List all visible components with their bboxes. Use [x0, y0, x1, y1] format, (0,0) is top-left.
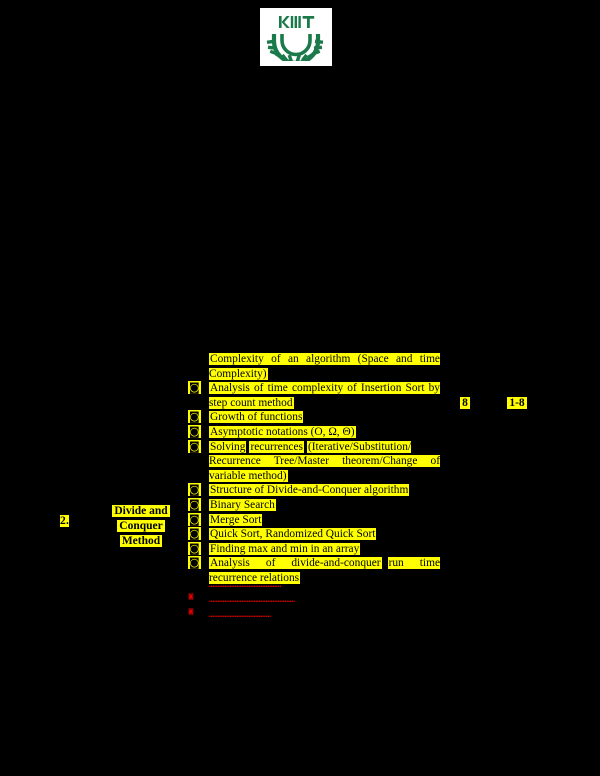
- module-title-line2: Conquer: [117, 520, 165, 532]
- red-annotation-text: ••••••••••••••••••••••••••••••••••••••••…: [209, 584, 282, 590]
- kiit-logo-graphic: [266, 16, 324, 61]
- red-bullet-icon: ◙: [188, 593, 194, 600]
- bullet-icon: ◙: [188, 410, 201, 424]
- module-title: Divide and Conquer Method: [108, 504, 174, 549]
- bullet-icon: ◙: [188, 541, 201, 555]
- bullet-icon: ◙: [188, 424, 201, 438]
- list-item: ◙ Analysis of time complexity of Inserti…: [188, 381, 440, 410]
- topic-text: Binary Search: [209, 498, 276, 511]
- list-item: Complexity of an algorithm (Space and ti…: [188, 352, 440, 381]
- topic-text: Analysis of time complexity of Insertion…: [209, 382, 440, 409]
- gear-outer-arc: [271, 34, 321, 61]
- red-annotation-row: ••••••••••••••••••••••••••••••••••••••••…: [188, 575, 448, 590]
- bullet-icon: ◙: [188, 381, 201, 395]
- module-chapter-range: 1-8: [503, 396, 531, 410]
- kiit-logo: [260, 8, 332, 66]
- module-chapter-text: 1-8: [507, 397, 527, 409]
- red-annotation-text: ••••••••••••••••••••••••••••••••••••••••…: [209, 599, 295, 605]
- module-serial-text: 2.: [60, 515, 70, 527]
- bullet-icon: ◙: [188, 497, 201, 511]
- bullet-icon: ◙: [188, 439, 201, 453]
- kiit-wordmark: [279, 16, 315, 28]
- red-annotation-text: ••••••••••••••••••••••••••••••••••••: [209, 614, 271, 620]
- module-serial-number: 2.: [60, 514, 70, 528]
- topic-text: Growth of functions: [209, 411, 304, 424]
- topic-text-part1: Solving: [209, 440, 247, 453]
- topic-text: Structure of Divide-and-Conquer algorith…: [209, 484, 410, 497]
- list-item: ◙ Finding max and min in an array: [188, 541, 440, 557]
- bullet-icon: ◙: [188, 483, 201, 497]
- module-title-line1: Divide and: [112, 505, 170, 517]
- list-item: ◙ Merge Sort: [188, 512, 440, 528]
- list-item: ◙ Asymptotic notations (O, Ω, Θ): [188, 424, 440, 440]
- red-annotation-row: ◙ ••••••••••••••••••••••••••••••••••••: [188, 605, 448, 620]
- list-item: ◙ Quick Sort, Randomized Quick Sort: [188, 527, 440, 542]
- red-bullet-icon: ◙: [188, 608, 194, 615]
- topic-text: Asymptotic notations (O, Ω, Θ): [209, 425, 356, 438]
- red-annotation-block: ••••••••••••••••••••••••••••••••••••••••…: [188, 575, 448, 620]
- topic-list: Complexity of an algorithm (Space and ti…: [188, 352, 440, 586]
- list-item: ◙ Growth of functions: [188, 410, 440, 425]
- bullet-icon: ◙: [188, 512, 201, 526]
- module-hours-text: 8: [460, 397, 470, 409]
- list-item: ◙ Binary Search: [188, 497, 440, 513]
- topic-text: Finding max and min in an array: [209, 542, 361, 555]
- module-title-line3: Method: [119, 535, 163, 547]
- gear-inner-arc: [280, 34, 312, 57]
- topic-text: Merge Sort: [209, 513, 263, 526]
- list-item: ◙ Structure of Divide-and-Conquer algori…: [188, 483, 440, 498]
- bullet-icon: ◙: [188, 527, 201, 541]
- topic-text: Quick Sort, Randomized Quick Sort: [209, 528, 377, 541]
- bullet-icon: ◙: [188, 556, 201, 570]
- topic-text-part2: recurrences: [249, 440, 304, 453]
- red-annotation-row: ◙ ••••••••••••••••••••••••••••••••••••••…: [188, 590, 448, 605]
- topic-text: Complexity of an algorithm (Space and ti…: [209, 353, 440, 380]
- module-hours: 8: [455, 396, 475, 410]
- topic-text-part1: Analysis of divide-and-conquer: [209, 557, 382, 570]
